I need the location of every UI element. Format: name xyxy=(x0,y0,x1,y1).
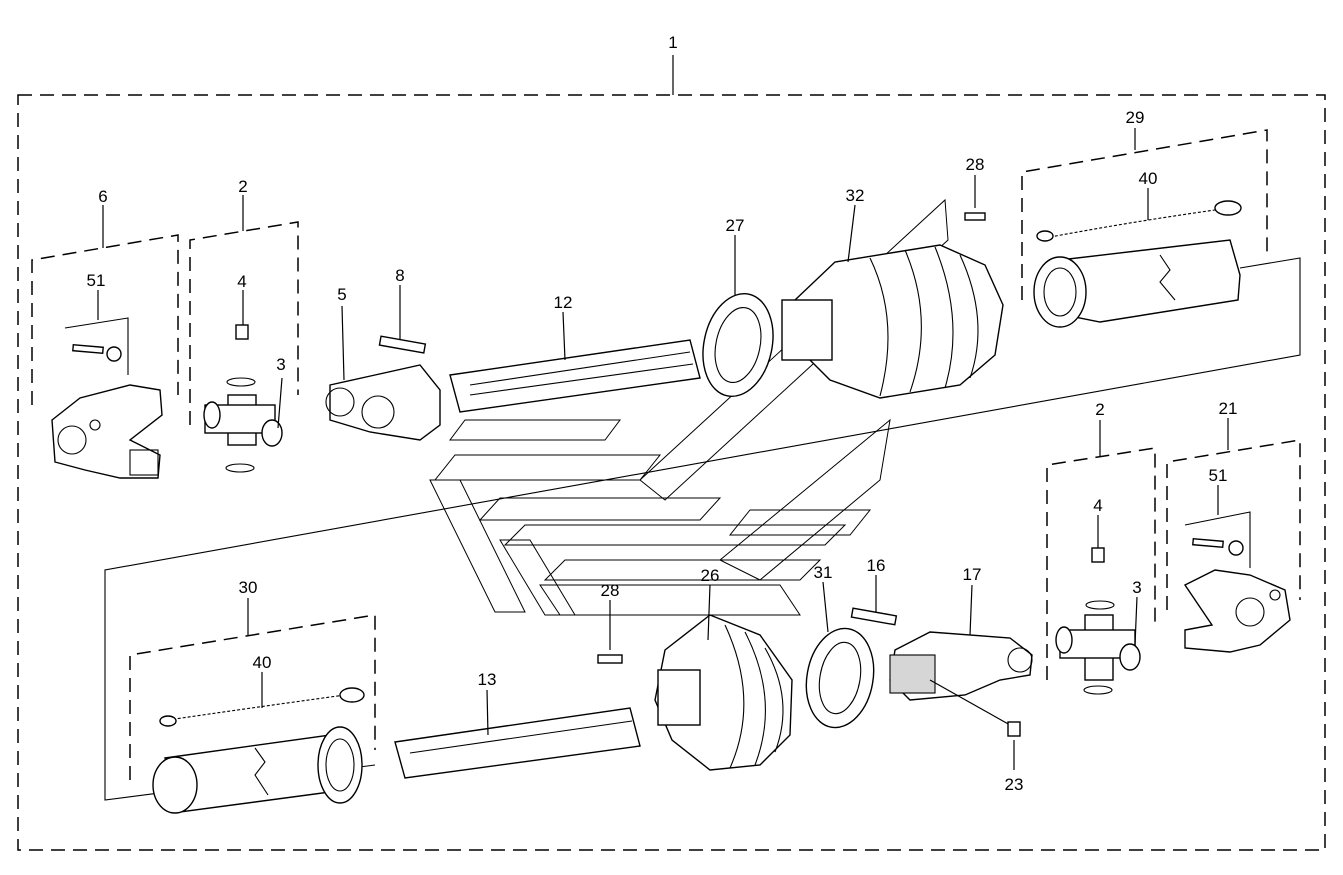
callout-32: 32 xyxy=(846,186,865,205)
callout-16: 16 xyxy=(867,556,886,575)
group-2-right-bracket xyxy=(1046,447,1156,680)
group-6-bracket xyxy=(31,234,179,405)
callout-12: 12 xyxy=(554,293,573,312)
callout-21: 21 xyxy=(1219,399,1238,418)
guard-cone-32 xyxy=(781,204,1004,399)
divider-line-upper xyxy=(104,257,1301,801)
callout-27: 27 xyxy=(726,216,745,235)
yoke-6 xyxy=(51,384,163,479)
ring-31 xyxy=(805,581,875,729)
callout-51-left: 51 xyxy=(87,271,106,290)
screw-28-bottom xyxy=(597,600,623,664)
group-2-left-bracket xyxy=(189,221,299,425)
callout-3-right: 3 xyxy=(1132,578,1141,597)
pin-8 xyxy=(378,285,427,354)
callout-4-left: 4 xyxy=(237,272,246,291)
guard-cone-26 xyxy=(654,584,793,771)
inner-yoke-5 xyxy=(325,305,441,441)
group-30-bracket xyxy=(129,614,376,780)
outer-tube-30 xyxy=(152,726,363,814)
ring-27 xyxy=(702,235,774,398)
grease-nipple-23 xyxy=(929,679,1021,770)
callout-17: 17 xyxy=(963,565,982,584)
inner-yoke-17 xyxy=(889,584,1033,701)
pin-16 xyxy=(850,575,898,626)
cross-kit-left xyxy=(203,290,283,473)
callout-4-right: 4 xyxy=(1093,496,1102,515)
callout-13: 13 xyxy=(478,670,497,689)
bolt-51-left xyxy=(64,290,129,375)
bolt-51-right xyxy=(1184,485,1251,568)
chain-40-bottom xyxy=(159,672,365,727)
callout-51-right: 51 xyxy=(1209,466,1228,485)
cross-kit-right xyxy=(1055,515,1141,695)
chain-40-top xyxy=(1036,188,1242,242)
group-21-bracket xyxy=(1166,439,1301,610)
tube-13 xyxy=(394,689,641,779)
screw-28-top xyxy=(964,175,986,221)
callout-30: 30 xyxy=(239,578,258,597)
callout-2-left: 2 xyxy=(238,177,247,196)
callout-40-top: 40 xyxy=(1139,169,1158,188)
assembly-frame xyxy=(17,94,1326,851)
group-29-bracket xyxy=(1021,129,1268,300)
callout-40-bottom: 40 xyxy=(253,653,272,672)
callout-31: 31 xyxy=(814,563,833,582)
callout-29: 29 xyxy=(1126,108,1145,127)
callout-23: 23 xyxy=(1005,775,1024,794)
callout-2-right: 2 xyxy=(1095,400,1104,419)
callout-3-left: 3 xyxy=(276,355,285,374)
callout-28-bottom: 28 xyxy=(601,581,620,600)
callout-8: 8 xyxy=(395,266,404,285)
yoke-21 xyxy=(1183,569,1291,653)
callout-26: 26 xyxy=(701,566,720,585)
tube-12 xyxy=(449,311,701,413)
callout-28-top: 28 xyxy=(966,155,985,174)
outer-tube-29 xyxy=(1033,239,1241,328)
callout-1: 1 xyxy=(668,33,677,52)
callout-6: 6 xyxy=(98,187,107,206)
callout-5: 5 xyxy=(337,285,346,304)
